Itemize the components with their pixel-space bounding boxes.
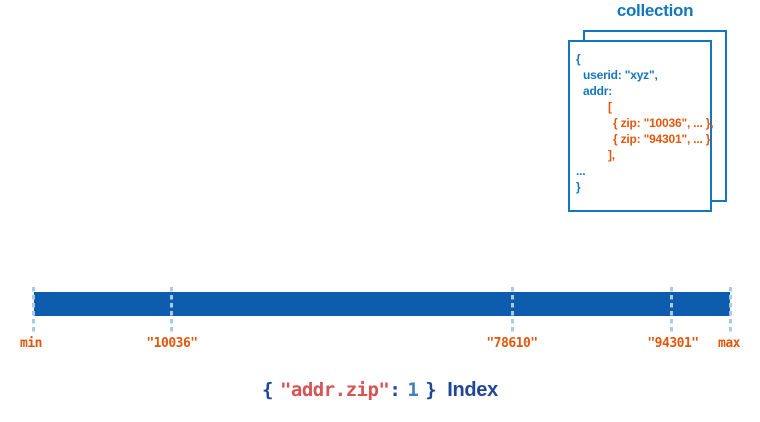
doc-line-zip-10036: { zip: "10036", ... }, <box>613 116 714 130</box>
doc-line-zip-94301: { zip: "94301", ... } <box>613 132 711 146</box>
tick-10036 <box>170 287 173 333</box>
caption-close-brace: } <box>425 379 437 401</box>
tick-label-10036: "10036" <box>146 336 198 351</box>
doc-line-userid: userid: "xyz", <box>583 68 658 82</box>
doc-line-array-open: [ <box>608 100 612 114</box>
caption-open-brace: { <box>262 379 273 401</box>
index-caption: { "addr.zip":1} Index <box>0 379 760 402</box>
doc-line-ellipsis: ... <box>576 164 586 178</box>
index-range-bar <box>34 292 730 316</box>
collection-card-front: { userid: "xyz", addr: [ { zip: "10036",… <box>568 40 714 212</box>
doc-line-array-close: ], <box>608 148 615 162</box>
caption-key: "addr.zip" <box>279 379 390 401</box>
tick-label-max: max <box>718 336 740 351</box>
caption-value: 1 <box>407 379 419 401</box>
tick-min <box>32 287 35 333</box>
document-json: { userid: "xyz", addr: [ { zip: "10036",… <box>570 42 714 195</box>
collection-title: collection <box>616 1 694 20</box>
tick-78610 <box>511 287 514 333</box>
caption-index-label: Index <box>447 379 498 401</box>
tick-label-min: min <box>20 336 42 351</box>
doc-line-close-brace: } <box>576 180 581 194</box>
tick-label-78610: "78610" <box>486 336 538 351</box>
tick-max <box>729 287 732 333</box>
doc-line-addr: addr: <box>583 84 613 98</box>
doc-line-open-brace: { <box>576 52 581 66</box>
caption-colon: : <box>389 379 401 401</box>
tick-94301 <box>670 287 673 333</box>
tick-label-94301: "94301" <box>647 336 699 351</box>
